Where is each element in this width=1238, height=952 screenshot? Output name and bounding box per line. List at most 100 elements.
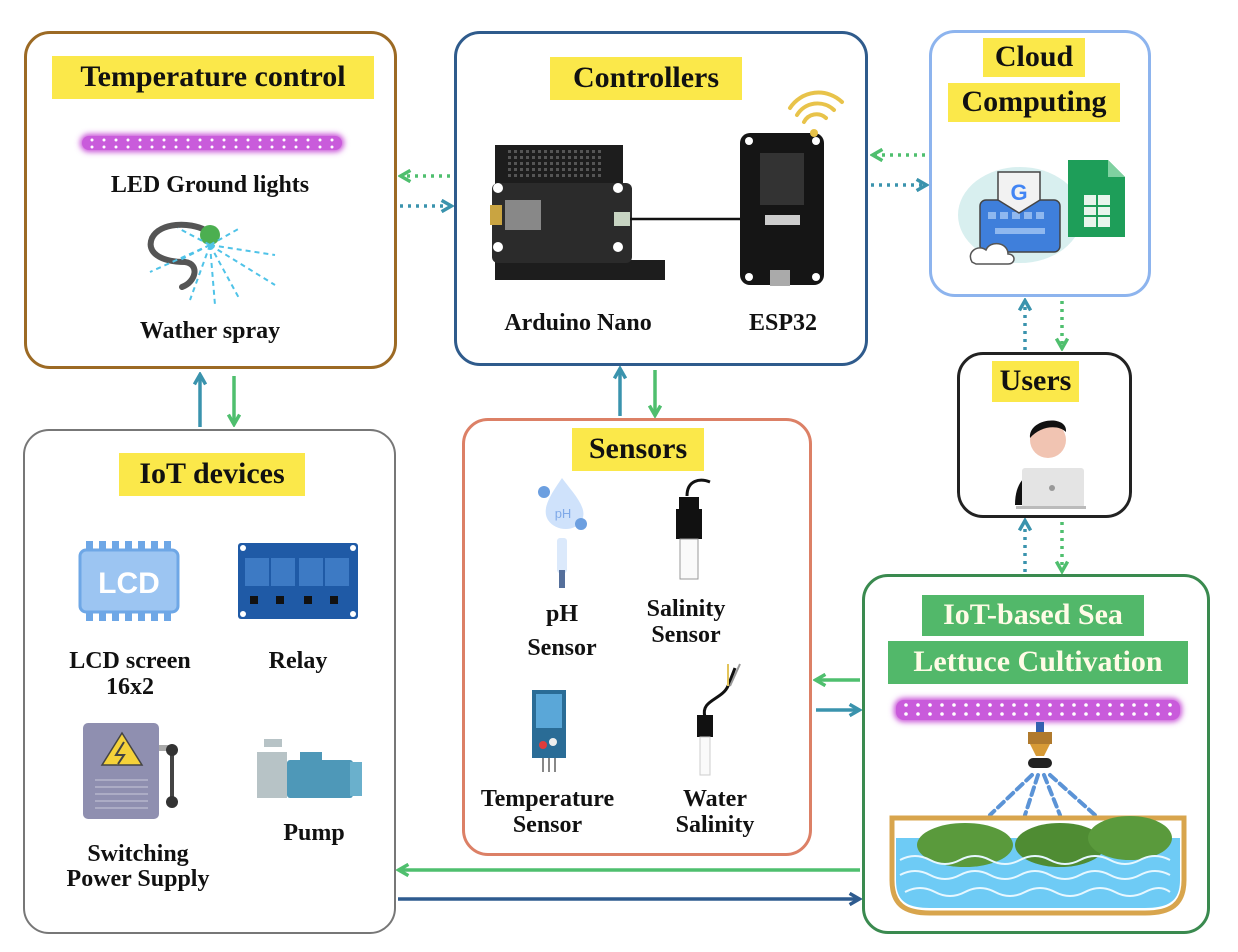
board-pin: [550, 162, 553, 165]
led-dot: [222, 145, 226, 149]
board-pin: [526, 162, 529, 165]
board-pin: [514, 162, 517, 165]
led-ground-lights-label: LED Ground lights: [110, 172, 310, 198]
lcd-pin: [112, 541, 119, 551]
led-dot: [1060, 703, 1064, 707]
board-pin: [598, 174, 601, 177]
led-dot: [318, 145, 322, 149]
water-spray-label: Wather spray: [139, 318, 281, 344]
board-pin: [568, 156, 571, 159]
sea-lettuce-tank-icon: [889, 815, 1187, 916]
led-dot: [174, 138, 178, 142]
led-dot: [1096, 712, 1100, 716]
board-pin: [598, 150, 601, 153]
board-pin: [574, 174, 577, 177]
wifi-icon: [788, 90, 844, 137]
lcd-chip-text: LCD: [98, 567, 160, 600]
lcd-pin: [164, 611, 171, 621]
board-pin: [538, 168, 541, 171]
switching-power-supply-line1: Switching: [87, 841, 189, 867]
led-dot: [1132, 712, 1136, 716]
board-pin: [550, 168, 553, 171]
board-pin: [574, 168, 577, 171]
led-dot: [270, 138, 274, 142]
switching-power-supply-line2: Power Supply: [66, 866, 210, 893]
board-pin: [562, 150, 565, 153]
led-dot: [1012, 703, 1016, 707]
led-dot: [294, 138, 298, 142]
led-dot: [1024, 712, 1028, 716]
board-pin: [556, 162, 559, 165]
pump-icon: [257, 739, 362, 798]
board-pin: [526, 156, 529, 159]
led-dot: [306, 145, 310, 149]
led-dot: [1072, 712, 1076, 716]
lcd-screen-label-line2: 16x2: [106, 674, 154, 701]
lcd-pin: [112, 611, 119, 621]
led-dot: [330, 138, 334, 142]
board-pin: [556, 150, 559, 153]
led-dot: [138, 138, 142, 142]
lcd-pin: [151, 611, 158, 621]
led-dot: [1132, 703, 1136, 707]
water-salinity-line2: Salinity: [675, 812, 755, 839]
cultivation-title-line2: Lettuce Cultivation: [888, 641, 1188, 684]
board-pin: [514, 156, 517, 159]
board-pin: [508, 174, 511, 177]
board-pin: [520, 162, 523, 165]
led-strip-icon: [80, 134, 344, 152]
board-pin: [526, 174, 529, 177]
iot-devices-box: [23, 429, 396, 934]
esp32-label: ESP32: [748, 310, 817, 336]
led-dot: [916, 703, 920, 707]
water-salinity-line1: Water: [683, 786, 747, 812]
board-pin: [574, 156, 577, 159]
led-dot: [988, 703, 992, 707]
google-cloud-icon: G: [958, 167, 1082, 265]
relay-module-icon: [238, 543, 358, 619]
led-dot: [1048, 712, 1052, 716]
led-dot: [1096, 703, 1100, 707]
led-dot: [126, 138, 130, 142]
lcd-pin: [86, 611, 93, 621]
board-pin: [544, 168, 547, 171]
lcd-pin: [125, 541, 132, 551]
board-pin: [544, 156, 547, 159]
led-dot: [150, 138, 154, 142]
led-dot: [964, 703, 968, 707]
power-supply-icon: [83, 723, 178, 819]
led-dot: [282, 138, 286, 142]
water-spray-icon: [147, 221, 276, 306]
board-pin: [550, 150, 553, 153]
led-dot: [1108, 703, 1112, 707]
led-dot: [1156, 712, 1160, 716]
led-dot: [940, 703, 944, 707]
svg-text:G: G: [1010, 180, 1027, 205]
board-pin: [586, 174, 589, 177]
iot-devices-title: IoT devices: [119, 453, 305, 496]
ph-sensor-label: pH Sensor: [512, 598, 612, 665]
board-pin: [598, 156, 601, 159]
temperature-sensor-icon: [532, 690, 566, 772]
led-dot: [1000, 712, 1004, 716]
user-with-laptop-icon: [1015, 420, 1086, 509]
led-dot: [1048, 703, 1052, 707]
salinity-sensor-icon: [676, 478, 711, 580]
temperature-sensor-line2: Sensor: [512, 812, 583, 839]
led-dot: [1036, 712, 1040, 716]
led-dot: [976, 712, 980, 716]
board-pin: [568, 168, 571, 171]
led-dot: [114, 138, 118, 142]
board-pin: [508, 156, 511, 159]
led-dot: [1120, 712, 1124, 716]
led-dot: [294, 145, 298, 149]
led-dot: [198, 138, 202, 142]
led-dot: [1156, 703, 1160, 707]
lcd-pin: [138, 541, 145, 551]
cloud-title-line2: Computing: [948, 83, 1120, 122]
board-pin: [508, 168, 511, 171]
board-pin: [586, 168, 589, 171]
board-pin: [562, 174, 565, 177]
led-dot: [162, 138, 166, 142]
board-pin: [532, 162, 535, 165]
